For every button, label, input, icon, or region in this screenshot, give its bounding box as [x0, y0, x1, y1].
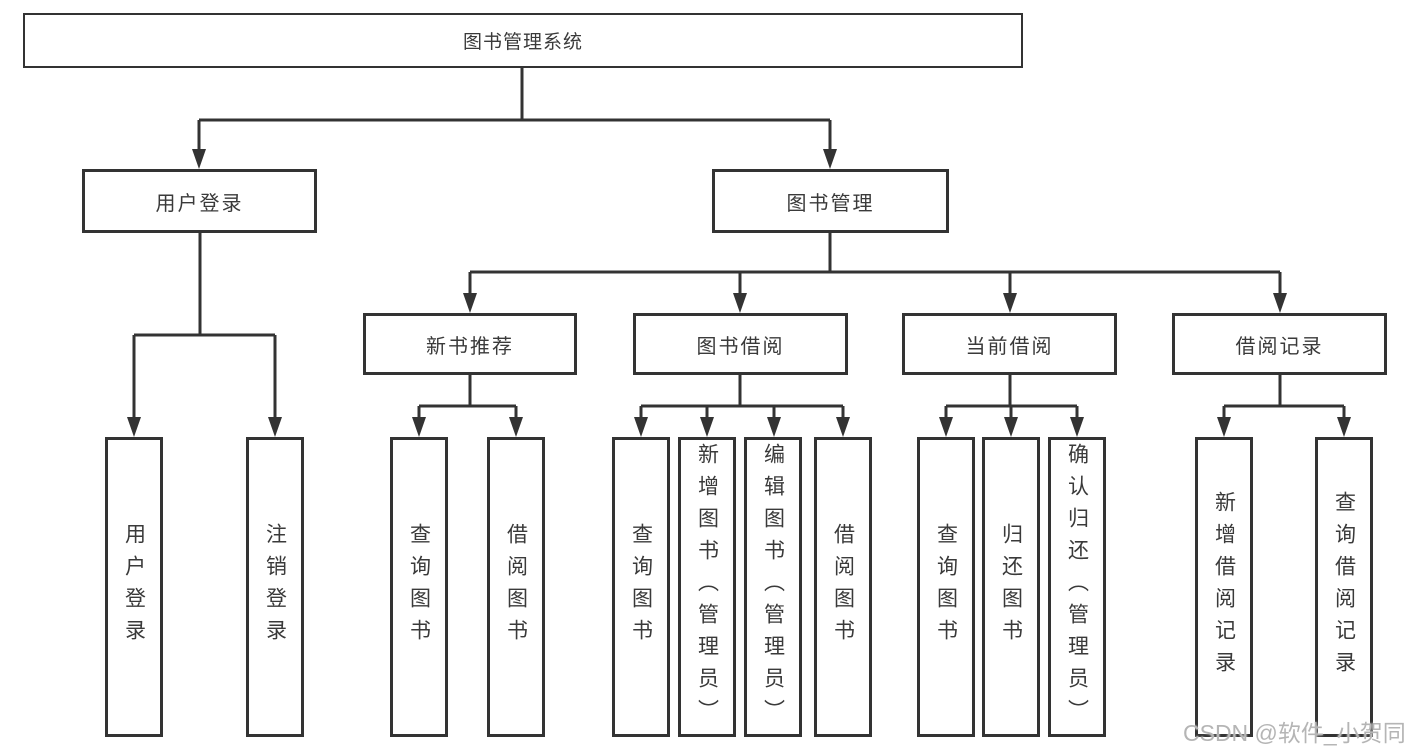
leaf-query-borrow-record: 查询借阅记录: [1315, 437, 1373, 737]
node-user-login: 用户登录: [82, 169, 317, 233]
watermark: CSDN @软件_小贺同学: [1183, 720, 1405, 746]
node-user-login-label: 用户登录: [155, 192, 244, 215]
leaf-borrow-books: 借阅图书: [814, 437, 872, 737]
node-new-book-recommend-label: 新书推荐: [426, 335, 514, 358]
node-book-borrow-label: 图书借阅: [696, 335, 785, 358]
leaf-return-books-label: 归还图书: [999, 523, 1023, 651]
leaf-logout-label: 注销登录: [263, 523, 287, 651]
leaf-logout: 注销登录: [246, 437, 304, 737]
leaf-newbook-borrow-books: 借阅图书: [487, 437, 545, 737]
leaf-current-query-books: 查询图书: [917, 437, 975, 737]
leaf-edit-books-admin: 编辑图书（管理员）: [744, 437, 802, 737]
leaf-return-books: 归还图书: [982, 437, 1040, 737]
leaf-borrow-books-label: 借阅图书: [831, 523, 855, 651]
leaf-borrow-query-books: 查询图书: [612, 437, 670, 737]
leaf-borrow-query-books-label: 查询图书: [629, 523, 653, 651]
leaf-confirm-return-admin: 确认归还（管理员）: [1048, 437, 1106, 737]
node-new-book-recommend: 新书推荐: [363, 313, 577, 375]
leaf-edit-books-admin-label: 编辑图书（管理员）: [761, 443, 785, 731]
leaf-newbook-query-books: 查询图书: [390, 437, 448, 737]
leaf-confirm-return-admin-label: 确认归还（管理员）: [1065, 443, 1089, 731]
node-current-borrow: 当前借阅: [902, 313, 1117, 375]
node-root: 图书管理系统: [23, 13, 1023, 68]
leaf-query-borrow-record-label: 查询借阅记录: [1332, 491, 1356, 683]
leaf-add-borrow-record: 新增借阅记录: [1195, 437, 1253, 737]
node-borrow-records-label: 借阅记录: [1235, 335, 1324, 358]
leaf-add-books-admin: 新增图书（管理员）: [678, 437, 736, 737]
node-current-borrow-label: 当前借阅: [965, 335, 1054, 358]
leaf-newbook-borrow-books-label: 借阅图书: [504, 523, 528, 651]
node-book-borrow: 图书借阅: [633, 313, 848, 375]
leaf-current-query-books-label: 查询图书: [934, 523, 958, 651]
node-borrow-records: 借阅记录: [1172, 313, 1387, 375]
node-book-management-label: 图书管理: [786, 192, 875, 215]
node-root-label: 图书管理系统: [462, 32, 583, 53]
leaf-newbook-query-books-label: 查询图书: [407, 523, 431, 651]
leaf-add-borrow-record-label: 新增借阅记录: [1212, 491, 1236, 683]
node-book-management: 图书管理: [712, 169, 949, 233]
leaf-add-books-admin-label: 新增图书（管理员）: [695, 443, 719, 731]
leaf-user-login-label: 用户登录: [122, 523, 146, 651]
leaf-user-login: 用户登录: [105, 437, 163, 737]
